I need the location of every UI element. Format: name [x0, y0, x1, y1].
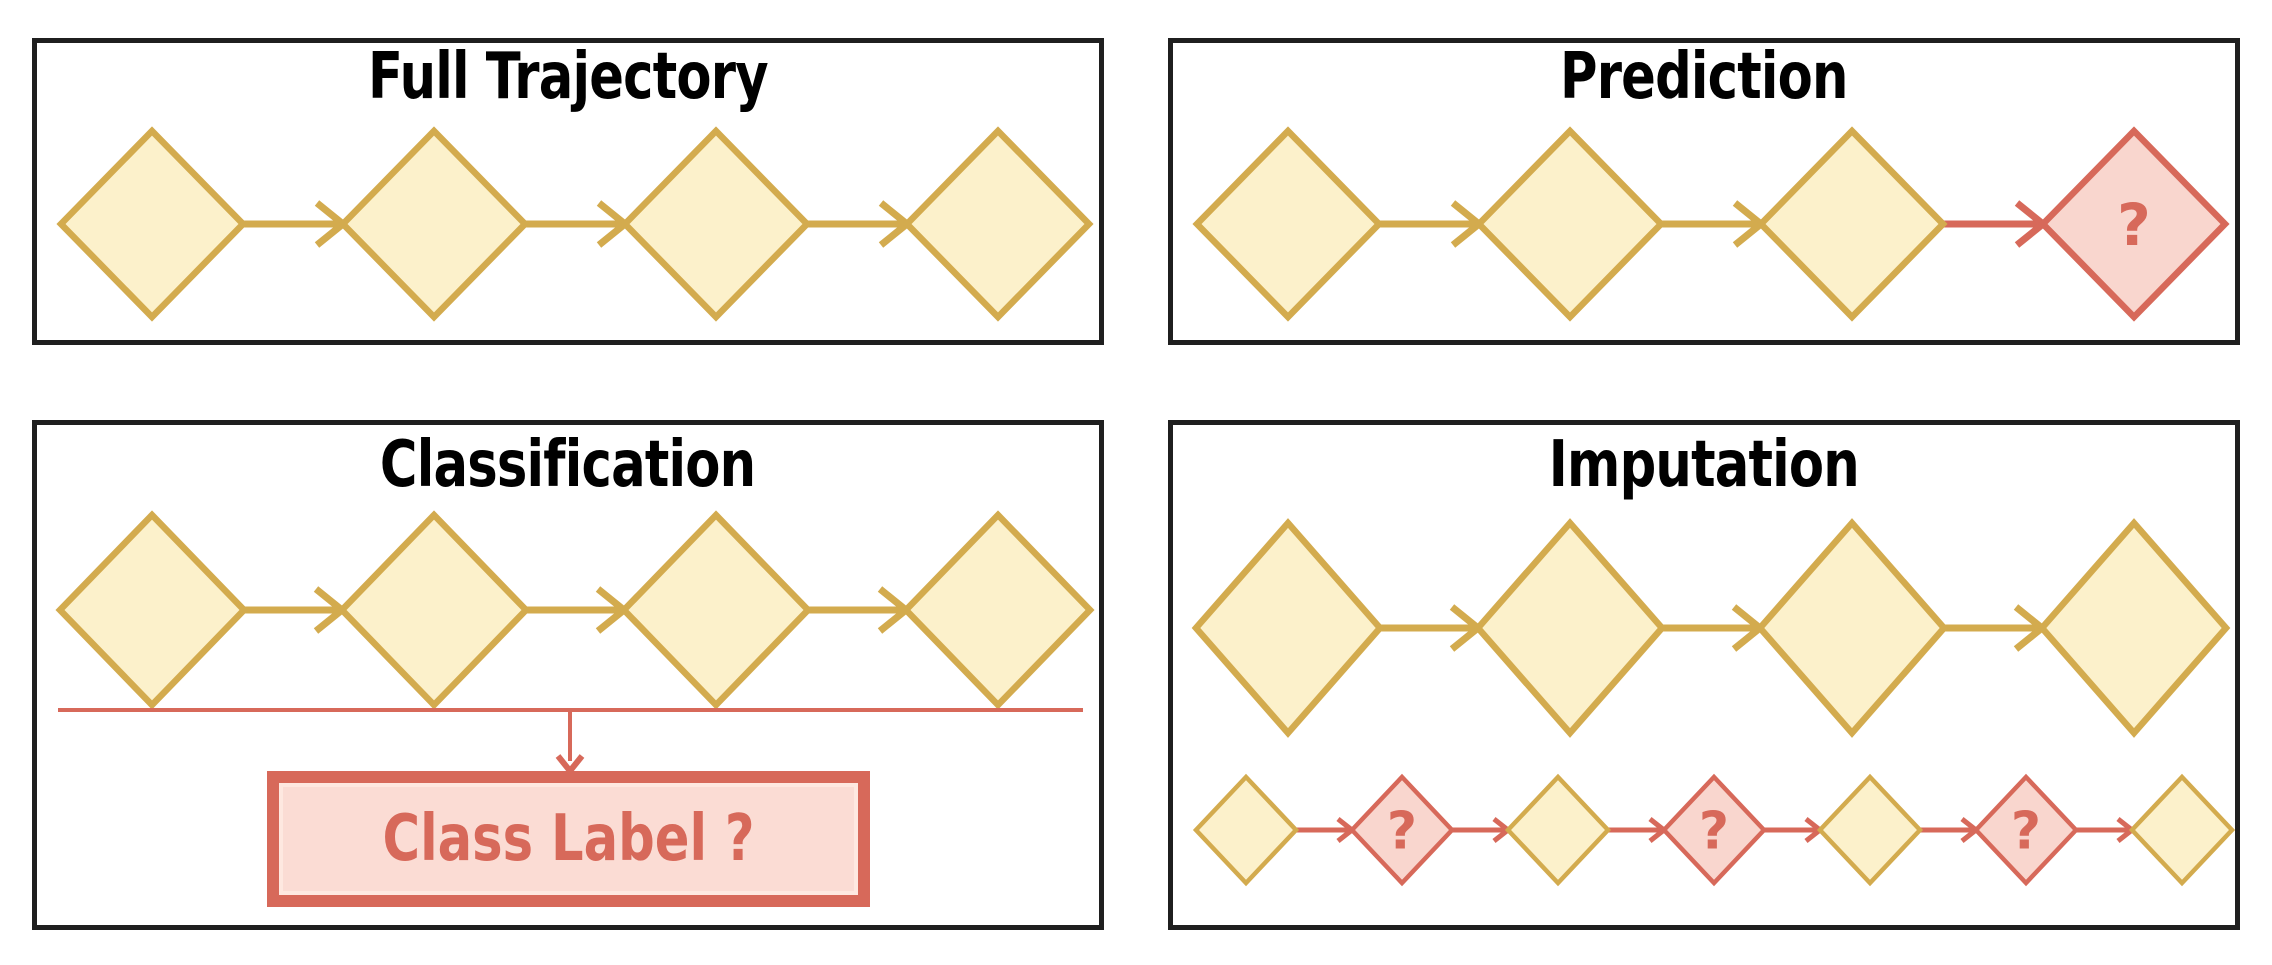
sequence-arrowhead — [595, 586, 630, 634]
panel-title-classification: Classification — [37, 428, 1099, 502]
unknown-node-label: ? — [1699, 802, 1729, 862]
observed-diamond — [55, 510, 249, 710]
class-label-text: Class Label ? — [382, 802, 755, 876]
sequence-arrowhead — [1731, 604, 1766, 652]
panel-title-text: Classification — [380, 428, 756, 502]
panel-title-full-trajectory: Full Trajectory — [37, 40, 1099, 114]
sequence-arrowhead — [877, 586, 912, 634]
observed-diamond — [56, 126, 248, 322]
panel-classification: Classification Class Label ? — [32, 420, 1104, 930]
observed-diamond — [1816, 773, 1924, 887]
class-label-box: Class Label ? — [267, 771, 870, 907]
sequence-arrowhead — [314, 200, 349, 248]
observed-diamond — [1504, 773, 1612, 887]
panel-prediction: ? Prediction — [1168, 38, 2240, 345]
panel-full-trajectory: Full Trajectory — [32, 38, 1104, 345]
panel-title-text: Imputation — [1548, 428, 1860, 502]
observed-diamond — [902, 126, 1094, 322]
sequence-arrowhead — [313, 586, 348, 634]
observed-diamond — [338, 126, 530, 322]
sequence-arrowhead — [596, 200, 631, 248]
observed-diamond — [620, 126, 812, 322]
sequence-arrowhead — [2014, 200, 2049, 248]
panel-imputation: ??? Imputation — [1168, 420, 2240, 930]
observed-diamond — [619, 510, 813, 710]
sequence-arrowhead — [1449, 604, 1484, 652]
observed-diamond — [1473, 518, 1667, 738]
panel-title-text: Full Trajectory — [368, 40, 769, 114]
sequence-arrowhead — [1804, 817, 1825, 843]
sequence-arrowhead — [2013, 604, 2048, 652]
panel-title-text: Prediction — [1560, 40, 1848, 114]
sequence-arrowhead — [1648, 817, 1669, 843]
collector-arrowhead — [555, 754, 585, 776]
unknown-diamond — [2038, 126, 2230, 322]
observed-diamond — [1192, 773, 1300, 887]
observed-diamond — [2128, 773, 2236, 887]
observed-diamond — [1474, 126, 1666, 322]
unknown-node-label: ? — [2117, 191, 2151, 259]
sequence-arrowhead — [1960, 817, 1981, 843]
sequence-arrowhead — [1450, 200, 1485, 248]
unknown-diamond — [1972, 773, 2080, 887]
observed-diamond — [1756, 126, 1948, 322]
unknown-diamond — [1660, 773, 1768, 887]
observed-diamond — [2037, 518, 2231, 738]
unknown-diamond — [1348, 773, 1456, 887]
observed-diamond — [337, 510, 531, 710]
panel-title-prediction: Prediction — [1173, 40, 2235, 114]
observed-diamond — [1755, 518, 1949, 738]
sequence-arrowhead — [1732, 200, 1767, 248]
observed-diamond — [1191, 518, 1385, 738]
unknown-node-label: ? — [1387, 802, 1417, 862]
sequence-arrowhead — [1492, 817, 1513, 843]
unknown-node-label: ? — [2011, 802, 2041, 862]
sequence-arrowhead — [878, 200, 913, 248]
observed-diamond — [1192, 126, 1384, 322]
panel-title-imputation: Imputation — [1173, 428, 2235, 502]
sequence-arrowhead — [2116, 817, 2137, 843]
observed-diamond — [901, 510, 1095, 710]
sequence-arrowhead — [1336, 817, 1357, 843]
